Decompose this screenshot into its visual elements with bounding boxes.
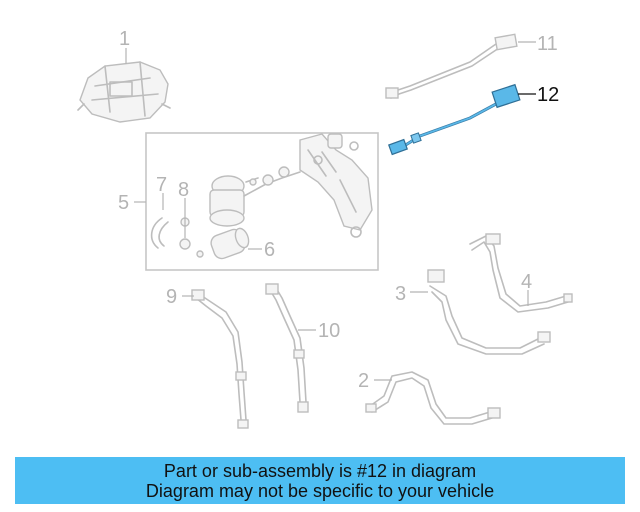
callout-7: 7 [156,174,167,196]
part-11-sensor [385,33,518,99]
callout-5: 5 [118,192,129,214]
banner-line-1: Part or sub-assembly is #12 in diagram [163,460,477,481]
callout-9: 9 [166,286,177,308]
part-1-bracket [77,61,171,123]
part-3-pipe [427,269,551,355]
callout-3: 3 [395,283,406,305]
part-2-pipe [365,371,501,425]
callout-6: 6 [264,239,275,261]
callout-1: 1 [119,28,130,50]
callout-11: 11 [537,33,558,55]
callout-12: 12 [537,84,559,106]
callout-2: 2 [358,370,369,392]
part-4-pipe [469,233,573,313]
part-10-hose [265,283,309,413]
banner-line-2: Diagram may not be specific to your vehi… [145,480,495,501]
callout-4: 4 [521,271,532,293]
part-9-hose [191,289,249,429]
part-5-contents [150,133,373,260]
part-12-oxygen-sensor [388,83,521,156]
info-banner: Part or sub-assembly is #12 in diagram D… [15,457,625,504]
callout-8: 8 [178,179,189,201]
callout-10: 10 [318,320,340,342]
parts-diagram: 1 11 12 5 [77,28,573,429]
